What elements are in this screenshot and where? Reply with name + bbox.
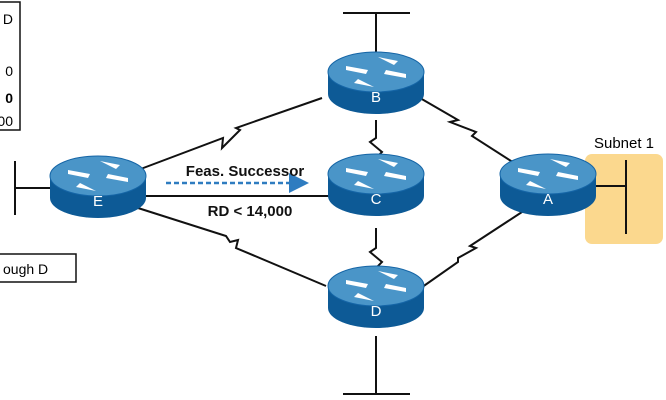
router-b-label: B — [371, 89, 381, 106]
route-via-box: ough D — [0, 253, 77, 283]
rd-label: RD < 14,000 — [208, 203, 293, 220]
routers: A B C D E — [49, 51, 597, 328]
router-arrows-icon — [346, 271, 406, 301]
route-via-label: ough D — [3, 261, 48, 277]
subnet-1-highlight — [585, 154, 663, 244]
router-arrows-icon — [346, 159, 406, 189]
table-line-1: D — [3, 11, 13, 27]
router-top — [327, 265, 425, 307]
router-a-label: A — [543, 191, 553, 208]
link-b-a — [419, 97, 523, 169]
table-line-4: 00 — [0, 113, 13, 129]
router-c-label: C — [371, 191, 382, 208]
table-line-2: 0 — [5, 63, 13, 79]
link-e-d — [137, 207, 327, 287]
subnet-1-label: Subnet 1 — [594, 135, 654, 152]
table-line-3: 0 — [5, 90, 13, 106]
router-arrows-icon — [518, 159, 578, 189]
router-e-label: E — [93, 193, 103, 210]
topology-table-box: D 0 0 00 — [0, 1, 21, 131]
router-d-label: D — [371, 303, 382, 320]
router-top — [327, 153, 425, 195]
router-d[interactable]: D — [327, 265, 425, 328]
router-c[interactable]: C — [327, 153, 425, 216]
link-e-b — [137, 97, 323, 171]
router-top — [327, 51, 425, 93]
feasible-successor-label: Feas. Successor — [186, 163, 305, 180]
router-arrows-icon — [346, 57, 406, 87]
link-d-a — [417, 211, 523, 291]
router-top — [49, 155, 147, 197]
router-a[interactable]: A — [499, 153, 597, 216]
router-top — [499, 153, 597, 195]
router-arrows-icon — [68, 161, 128, 191]
router-e[interactable]: E — [49, 155, 147, 218]
router-b[interactable]: B — [327, 51, 425, 114]
